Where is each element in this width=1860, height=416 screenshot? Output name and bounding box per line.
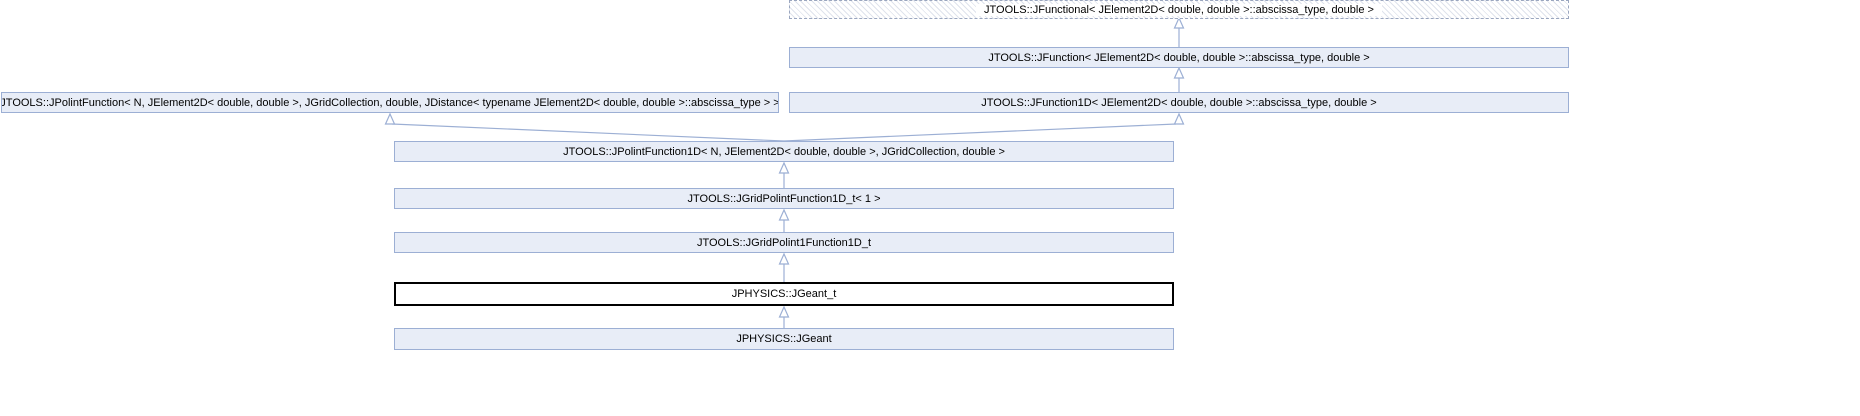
class-node-jpolintfunction1d[interactable]: JTOOLS::JPolintFunction1D< N, JElement2D… [394,141,1174,162]
class-node-jfunction1d-label: JTOOLS::JFunction1D< JElement2D< double,… [981,96,1377,109]
class-node-jpolintfunction[interactable]: JTOOLS::JPolintFunction< N, JElement2D< … [1,92,779,113]
class-node-jgeant-label: JPHYSICS::JGeant [736,333,832,345]
class-node-jpolintfunction-label: JTOOLS::JPolintFunction< N, JElement2D< … [1,96,779,109]
edge-jfunction-to-jfunctional [1173,16,1185,47]
class-node-jgeant[interactable]: JPHYSICS::JGeant [394,328,1174,350]
class-node-jfunctional[interactable]: JTOOLS::JFunctional< JElement2D< double,… [789,0,1569,19]
class-node-jfunction[interactable]: JTOOLS::JFunction< JElement2D< double, d… [789,47,1569,68]
class-node-jgridpolintfunction1d-t-label: JTOOLS::JGridPolintFunction1D_t< 1 > [687,192,881,205]
class-node-jpolintfunction1d-label: JTOOLS::JPolintFunction1D< N, JElement2D… [563,145,1005,158]
edge-jpolintfunction1d-to-jpolintfunction [384,112,785,142]
class-node-jgridpolintfunction1d-t[interactable]: JTOOLS::JGridPolintFunction1D_t< 1 > [394,188,1174,209]
edge-jfunction1d-to-jfunction [1173,66,1185,92]
edge-jpolintfunction1d-to-jfunction1d [783,112,1185,142]
class-node-jgridpolint1function1d-t-label: JTOOLS::JGridPolint1Function1D_t [696,236,872,249]
class-node-jfunction-label: JTOOLS::JFunction< JElement2D< double, d… [988,51,1370,64]
edge-jgridpolintfunction1d-t-to-jpolintfunction1d [778,161,790,188]
class-node-jgeant-t-current: JPHYSICS::JGeant_t [394,282,1174,306]
class-node-jgeant-t-label: JPHYSICS::JGeant_t [731,288,837,300]
edge-jgridpolint1function1d-t-to-jgridpolintfunction1d-t [778,208,790,232]
class-node-jfunctional-label: JTOOLS::JFunctional< JElement2D< double,… [976,3,1382,16]
edge-jgeant-to-jgeant-t [778,305,790,328]
class-node-jgridpolint1function1d-t[interactable]: JTOOLS::JGridPolint1Function1D_t [394,232,1174,253]
edge-jgeant-t-to-jgridpolint1function1d-t [778,252,790,282]
class-node-jfunction1d[interactable]: JTOOLS::JFunction1D< JElement2D< double,… [789,92,1569,113]
